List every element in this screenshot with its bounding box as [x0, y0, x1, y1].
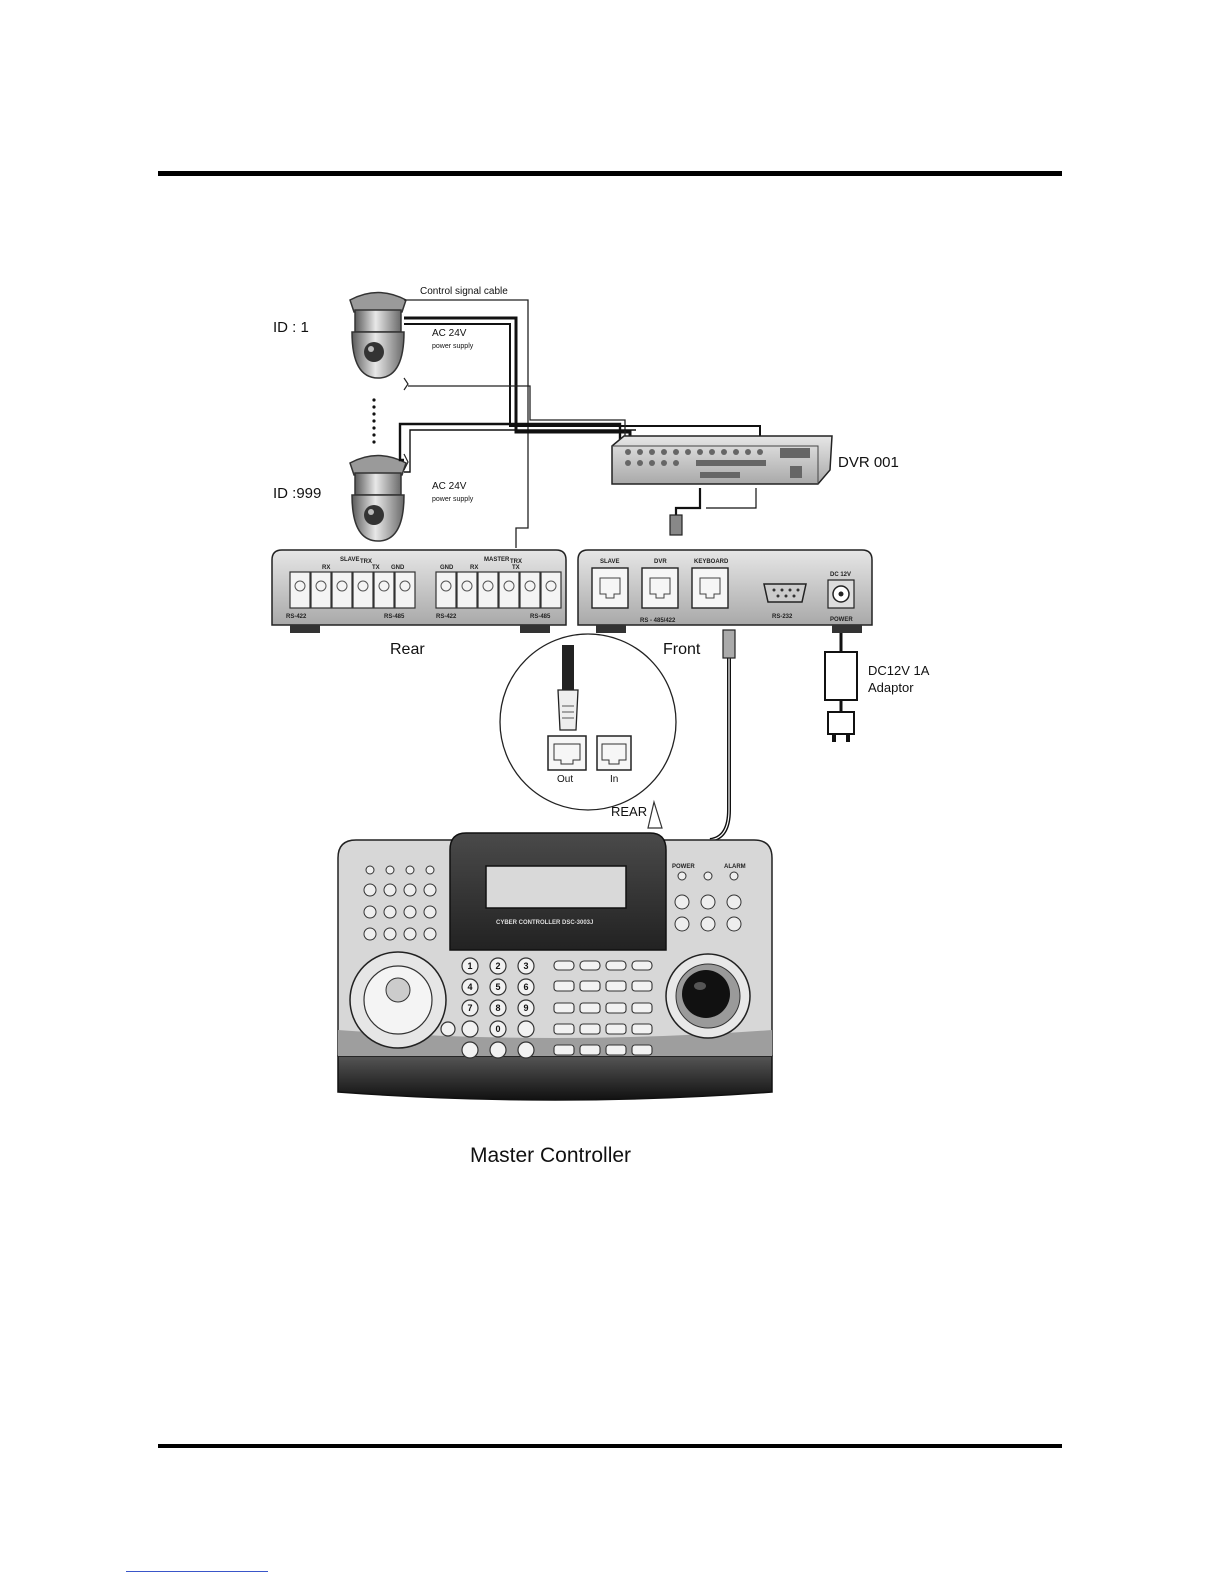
kb-key-6: 6	[523, 982, 528, 992]
lcd-caption: CYBER CONTROLLER DSC-3003J	[496, 920, 593, 926]
rear-slave-rx-label: RX	[322, 565, 330, 571]
kb-key-5: 5	[495, 982, 500, 992]
kb-key-4: 4	[467, 982, 472, 992]
receiver-rear-panel: SLAVE MASTER RX TX TRX GND GND RX TX TRX…	[271, 549, 567, 633]
rear-master-trx-label: TRX	[510, 559, 522, 565]
camera999-ac24v-label: AC 24V	[432, 481, 467, 492]
rj-plug-front	[722, 629, 736, 659]
rear-rs422-label: RS-422	[286, 614, 307, 620]
front-power-label: POWER	[830, 617, 853, 623]
kb-alarm-label: ALARM	[724, 864, 746, 870]
kb-key-0: 0	[495, 1024, 500, 1034]
front-rs232-label: RS-232	[772, 614, 793, 620]
rear-master-rs422-label: RS-422	[436, 614, 457, 620]
rear-label: Rear	[390, 641, 425, 658]
kb-key-9: 9	[523, 1003, 528, 1013]
footer-link-underline	[126, 1571, 268, 1572]
rear-master-label: MASTER	[484, 557, 510, 563]
camera1-id-label: ID : 1	[273, 319, 309, 336]
kb-key-8: 8	[495, 1003, 500, 1013]
front-dc12v-label: DC 12V	[830, 572, 851, 578]
rear-master-rx-label: RX	[470, 565, 478, 571]
camera-ellipsis	[372, 398, 376, 444]
rear-slave-tx-label: TX	[372, 565, 380, 571]
camera999-power-supply-label: power supply	[432, 496, 474, 503]
rear-slave-trx-label: TRX	[360, 559, 372, 565]
dvr-unit	[611, 435, 833, 485]
power-adaptor	[824, 651, 858, 742]
receiver-front-panel: SLAVE DVR KEYBOARD RS - 485/422 RS-232 D…	[577, 549, 873, 633]
camera1-power-supply-label: power supply	[432, 343, 474, 350]
adaptor-label: Adaptor	[868, 680, 914, 695]
rear-master-rs485-label: RS-485	[530, 614, 551, 620]
ptz-camera-999	[349, 454, 407, 542]
front-rs485-422-label: RS - 485/422	[640, 618, 676, 624]
dvr-label: DVR 001	[838, 454, 899, 471]
camera999-id-label: ID :999	[273, 485, 321, 502]
master-controller-caption: Master Controller	[470, 1144, 631, 1167]
front-label: Front	[663, 641, 701, 658]
kb-key-1: 1	[467, 961, 472, 971]
adaptor-spec-label: DC12V 1A	[868, 663, 930, 678]
kb-key-2: 2	[495, 961, 500, 971]
kb-power-label: POWER	[672, 864, 695, 870]
front-keyboard-label: KEYBOARD	[694, 559, 729, 565]
top-rule	[158, 171, 1062, 176]
jack-in-label: In	[610, 774, 618, 785]
rear-rs485-label: RS-485	[384, 614, 405, 620]
jack-out-label: Out	[557, 774, 573, 785]
rear-arrow-label: REAR	[611, 804, 647, 819]
bottom-rule	[158, 1444, 1062, 1448]
rear-slave-label: SLAVE	[340, 557, 360, 563]
front-slave-label: SLAVE	[600, 559, 620, 565]
ptz-camera-1	[349, 291, 407, 379]
control-signal-cable-label: Control signal cable	[420, 286, 508, 297]
cables	[398, 299, 843, 842]
camera1-ac24v-label: AC 24V	[432, 328, 467, 339]
rear-master-tx-label: TX	[512, 565, 520, 571]
kb-key-3: 3	[523, 961, 528, 971]
kb-key-7: 7	[467, 1003, 472, 1013]
rear-master-gnd-label: GND	[440, 565, 454, 571]
rj-plug-dvr	[669, 514, 683, 536]
master-controller-keyboard: CYBER CONTROLLER DSC-3003J POWER ALARM	[337, 832, 773, 1101]
rear-gnd-label: GND	[391, 565, 405, 571]
rear-jack-detail	[499, 633, 677, 829]
front-dvr-label: DVR	[654, 559, 667, 565]
